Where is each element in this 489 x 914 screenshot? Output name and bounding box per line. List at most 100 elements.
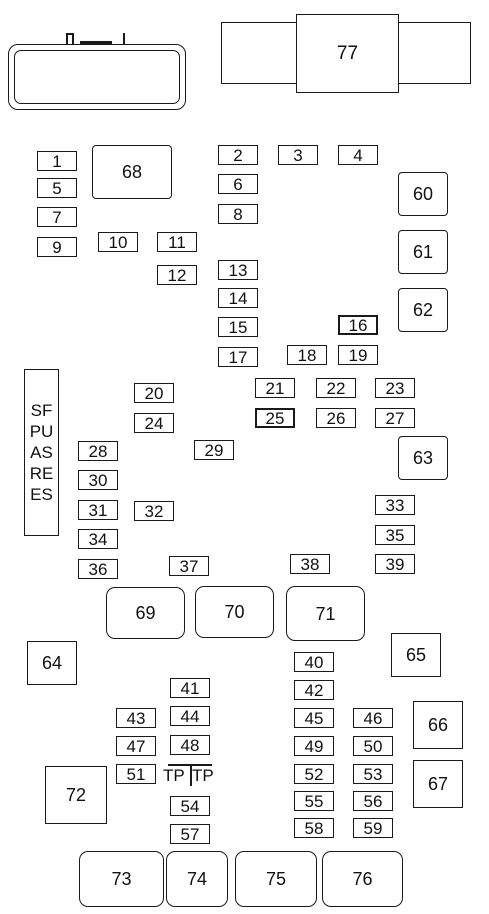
fuse-53: 53 <box>353 764 393 784</box>
relay-label: 70 <box>224 602 245 622</box>
fuse-label: 57 <box>180 824 200 844</box>
connector-77-right <box>397 22 471 84</box>
fuse-13: 13 <box>218 260 258 280</box>
relay-label: 69 <box>135 603 156 623</box>
fuse-label: 36 <box>88 559 108 579</box>
fuse-label: 34 <box>88 529 108 549</box>
relay-69: 69 <box>106 587 185 639</box>
fuse-label: 8 <box>233 204 243 224</box>
fuse-label: 22 <box>326 378 346 398</box>
relay-label: 63 <box>412 448 434 468</box>
fuse-51: 51 <box>116 764 156 784</box>
fuse-14: 14 <box>218 288 258 308</box>
relay-68: 68 <box>92 145 172 199</box>
fuse-label: 4 <box>353 145 363 165</box>
relay-65: 65 <box>391 633 441 677</box>
fuse-label: 43 <box>126 708 146 728</box>
fuse-label: 40 <box>304 652 324 672</box>
fuse-56: 56 <box>353 791 393 811</box>
connector-left-inner <box>14 50 180 104</box>
fuse-label: 37 <box>179 556 199 576</box>
relay-71: 71 <box>286 586 365 641</box>
fuse-label: 11 <box>168 232 186 252</box>
fuse-label: 2 <box>233 145 243 165</box>
fuse-label: 52 <box>304 764 324 784</box>
fuse-label: 41 <box>180 678 200 698</box>
relay-label: 61 <box>412 242 434 262</box>
fuse-label: 26 <box>326 408 346 428</box>
fuse-label: 39 <box>385 554 405 574</box>
connector-77-label: 77 <box>336 43 359 64</box>
relay-label: 75 <box>265 869 287 889</box>
fuse-9: 9 <box>37 237 77 257</box>
relay-62: 62 <box>398 288 448 332</box>
fuse-18: 18 <box>287 345 327 365</box>
relay-60: 60 <box>398 172 448 216</box>
spare-line-2: PU <box>29 422 54 441</box>
fuse-12: 12 <box>157 265 197 285</box>
fuse-16: 16 <box>338 315 378 335</box>
relay-label: 62 <box>412 300 434 320</box>
relay-64: 64 <box>27 641 77 685</box>
relay-label: 73 <box>111 869 132 889</box>
fuse-label: 29 <box>204 440 224 460</box>
spare-line-1: SF <box>30 401 53 420</box>
fuse-label: 49 <box>304 736 324 756</box>
fuse-label: 28 <box>88 441 108 461</box>
fuse-32: 32 <box>134 501 174 521</box>
fuse-label: 46 <box>363 708 383 728</box>
relay-63: 63 <box>398 436 448 480</box>
spare-line-4: RE <box>29 464 54 483</box>
fuse-label: 3 <box>293 145 303 165</box>
fuse-label: 18 <box>297 345 317 365</box>
relay-76: 76 <box>322 851 403 907</box>
fuse-55: 55 <box>294 791 334 811</box>
fuse-label: 54 <box>180 796 200 816</box>
test-point-1: TP <box>163 766 185 785</box>
connector-tab-4 <box>123 33 125 45</box>
relay-label: 71 <box>315 603 336 624</box>
relay-label: 64 <box>41 653 63 673</box>
fuse-label: 47 <box>126 736 146 756</box>
fuse-29: 29 <box>194 440 234 460</box>
fuse-52: 52 <box>294 764 334 784</box>
fuse-label: 15 <box>228 317 248 337</box>
fuse-label: 35 <box>385 525 405 545</box>
fuse-label: 55 <box>304 791 324 811</box>
connector-77-left <box>221 22 297 84</box>
fuse-36: 36 <box>78 559 118 579</box>
tp-divider <box>190 764 192 786</box>
fuse-label: 48 <box>180 735 200 755</box>
relay-label: 60 <box>412 184 434 204</box>
connector-tab-2 <box>66 33 72 35</box>
relay-66: 66 <box>413 701 463 749</box>
fuse-19: 19 <box>338 345 378 365</box>
fuse-label: 1 <box>52 151 62 171</box>
fuse-41: 41 <box>170 678 210 698</box>
fuse-label: 24 <box>144 413 164 433</box>
fuse-37: 37 <box>169 556 209 576</box>
connector-left <box>8 44 186 110</box>
relay-label: 74 <box>186 869 208 889</box>
fuse-49: 49 <box>294 736 334 756</box>
fuse-40: 40 <box>294 652 334 672</box>
fuse-28: 28 <box>78 441 118 461</box>
relay-label: 67 <box>427 774 449 794</box>
fuse-54: 54 <box>170 796 210 816</box>
fuse-label: 32 <box>144 501 164 521</box>
fuse-17: 17 <box>218 347 258 367</box>
fuse-label: 7 <box>52 207 62 227</box>
relay-72: 72 <box>45 766 107 824</box>
fuse-label: 59 <box>363 818 383 838</box>
relay-74: 74 <box>166 851 228 907</box>
fuse-label: 21 <box>265 378 285 398</box>
fuse-31: 31 <box>78 500 118 520</box>
fuse-34: 34 <box>78 529 118 549</box>
connector-77: 77 <box>296 14 399 93</box>
fuse-label: 31 <box>88 500 108 520</box>
fuse-label: 14 <box>228 288 248 308</box>
fuse-59: 59 <box>353 818 393 838</box>
fuse-label: 16 <box>348 315 368 335</box>
fuse-label: 13 <box>228 260 248 280</box>
fuse-50: 50 <box>353 736 393 756</box>
